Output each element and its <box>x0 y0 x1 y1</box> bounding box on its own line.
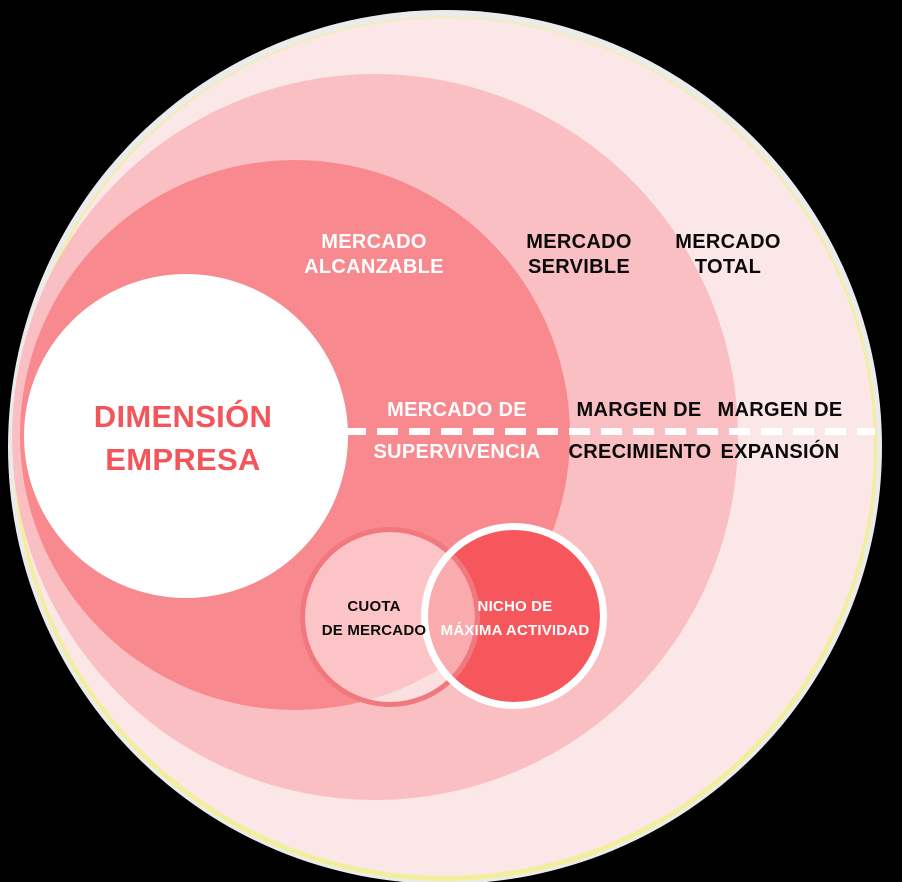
label-line: EMPRESA <box>105 442 261 477</box>
label-line: MÁXIMA ACTIVIDAD <box>440 622 590 639</box>
dashed-divider-line <box>345 428 875 435</box>
nicho-white-ring <box>421 523 607 709</box>
label-line: ALCANZABLE <box>304 256 444 278</box>
label-line: MERCADO <box>321 231 427 253</box>
label-mercado-alcanzable: MERCADO ALCANZABLE <box>304 230 444 280</box>
label-line: SERVIBLE <box>527 256 631 278</box>
label-mercado-total: MERCADO TOTAL <box>675 230 780 280</box>
label-line: TOTAL <box>694 256 762 278</box>
label-dimension-empresa: DIMENSIÓN EMPRESA <box>94 395 272 481</box>
label-mercado-de-supervivencia-bottom: SUPERVIVENCIA <box>373 441 541 463</box>
label-cuota-de-mercado: CUOTA DE MERCADO <box>322 595 427 643</box>
label-line: NICHO DE <box>477 598 553 615</box>
circle-dimension-empresa <box>24 274 348 598</box>
label-line: MERCADO <box>526 231 632 253</box>
label-margen-de-expansion-bottom: EXPANSIÓN <box>720 441 840 463</box>
label-margen-de-expansion-top: MARGEN DE <box>717 399 843 421</box>
label-margen-de-crecimiento-top: MARGEN DE <box>576 399 702 421</box>
label-nicho-maxima-actividad: NICHO DE MÁXIMA ACTIVIDAD <box>441 595 590 643</box>
label-margen-de-crecimiento-bottom: CRECIMIENTO <box>568 441 712 463</box>
label-line: DIMENSIÓN <box>93 399 273 434</box>
label-line: DE MERCADO <box>321 622 427 639</box>
label-mercado-servible: MERCADO SERVIBLE <box>526 230 631 280</box>
label-line: CUOTA <box>347 598 401 615</box>
label-line: MERCADO <box>675 231 781 253</box>
label-mercado-de-supervivencia-top: MERCADO DE <box>387 399 527 421</box>
